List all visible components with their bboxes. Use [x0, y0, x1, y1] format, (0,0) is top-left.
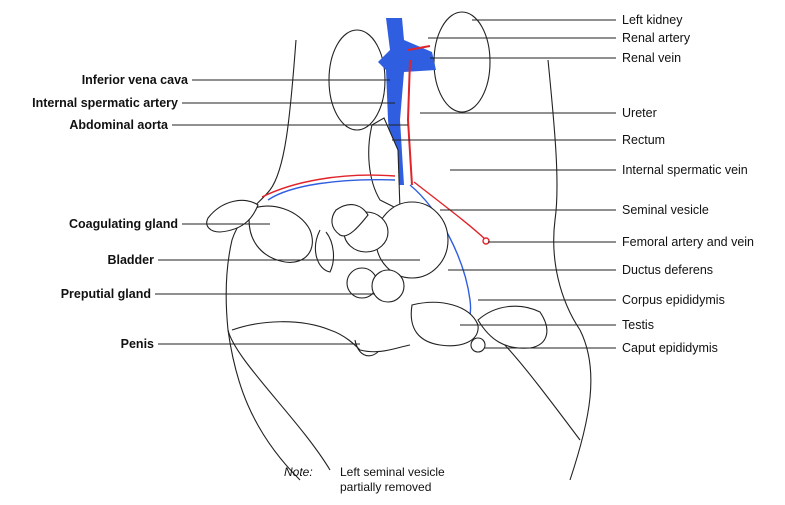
body-outline [225, 39, 592, 481]
penis-shape [354, 339, 379, 357]
vessel-left-blue [267, 178, 396, 201]
note-line-1: Left seminal vesicle [340, 465, 445, 479]
label-renal-artery: Renal artery [622, 31, 691, 45]
label-renal-vein: Renal vein [622, 51, 682, 65]
label-abdominal-aorta: Abdominal aorta [69, 118, 168, 132]
label-rectum: Rectum [622, 133, 666, 147]
label-internal-spermatic-vein: Internal spermatic vein [622, 163, 748, 177]
leg-outline-right [499, 339, 581, 441]
label-left-kidney: Left kidney [622, 13, 683, 27]
pelvis-outline [231, 321, 411, 353]
label-internal-spermatic-artery: Internal spermatic artery [32, 96, 178, 110]
vessel-right-red [413, 181, 487, 241]
testis-shape [410, 301, 479, 347]
note-text: Left seminal vesicle partially removed [340, 465, 445, 495]
right-epididymis-pad [477, 305, 548, 349]
label-ureter: Ureter [622, 106, 657, 120]
coagulating-gland-shape [248, 205, 313, 263]
vessel-left-red [261, 174, 396, 198]
femoral-vessel-end [482, 237, 490, 245]
caput-epididymis-shape [470, 337, 486, 353]
label-bladder: Bladder [107, 253, 154, 267]
label-caput-epididymis: Caput epididymis [622, 341, 718, 355]
left-kidney [433, 11, 491, 113]
note-line-2: partially removed [340, 480, 432, 494]
aorta-line [406, 45, 431, 186]
removed-vesicle-shape [331, 204, 369, 237]
leg-outline-left [227, 329, 331, 471]
label-penis: Penis [120, 337, 154, 351]
note-key: Note: [284, 465, 313, 479]
label-seminal-vesicle: Seminal vesicle [622, 203, 709, 217]
label-inferior-vena-cava: Inferior vena cava [81, 73, 188, 87]
preputial-gland-right [371, 269, 405, 303]
label-femoral-artery-and-vein: Femoral artery and vein [622, 235, 755, 249]
coagulating-gland-loop [315, 229, 335, 273]
label-preputial-gland: Preputial gland [60, 287, 151, 301]
label-corpus-epididymis: Corpus epididymis [622, 293, 725, 307]
rectum-shape [368, 117, 401, 211]
label-coagulating-gland: Coagulating gland [68, 217, 178, 231]
label-testis: Testis [622, 318, 654, 332]
label-ductus-deferens: Ductus deferens [622, 263, 714, 277]
